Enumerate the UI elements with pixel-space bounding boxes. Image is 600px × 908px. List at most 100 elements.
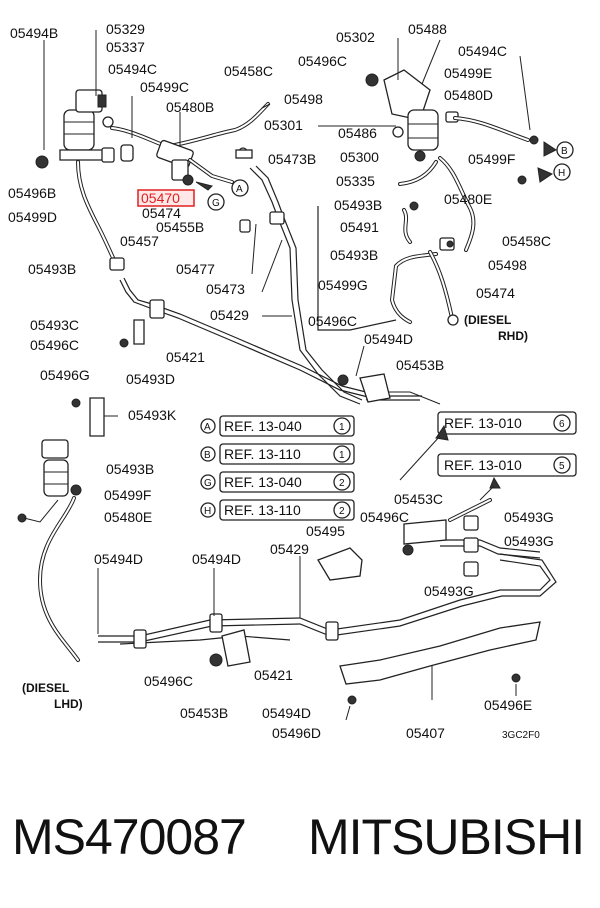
label-05335: 05335 xyxy=(336,173,375,189)
label-05494C: 05494C xyxy=(108,61,157,77)
label-05473: 05473 xyxy=(206,281,245,297)
label-05496C-lower: 05496C xyxy=(360,509,409,525)
callout-G: G xyxy=(212,198,220,209)
label-05499D: 05499D xyxy=(8,209,57,225)
label-05491: 05491 xyxy=(340,219,379,235)
note-diesel-lhd-2: LHD) xyxy=(54,697,83,711)
label-05337: 05337 xyxy=(106,39,145,55)
top-ref-2-num: 5 xyxy=(559,461,565,472)
label-05493B: 05493B xyxy=(334,197,382,213)
label-05494D-lower-2: 05494D xyxy=(192,551,241,567)
parts-diagram: 05494B 05329 05337 05494C 05499C 05458C … xyxy=(8,21,577,741)
label-05494C-right: 05494C xyxy=(458,43,507,59)
fuel-filter-left xyxy=(35,89,134,169)
ref-A-num: 1 xyxy=(339,422,345,433)
ref-B: B REF. 13-110 1 xyxy=(200,443,355,465)
ref-H-text: REF. 13-110 xyxy=(224,502,301,518)
label-05493G-3: 05493G xyxy=(424,583,474,599)
ref-H: H REF. 13-110 2 xyxy=(200,499,355,521)
label-05453B: 05453B xyxy=(396,357,444,373)
ref-list: A REF. 13-040 1 B REF. 13-110 1 G REF. 1… xyxy=(200,415,355,521)
callout-B: B xyxy=(561,146,568,157)
ref-A-text: REF. 13-040 xyxy=(224,418,302,434)
label-05477: 05477 xyxy=(176,261,215,277)
label-05453C: 05453C xyxy=(394,491,443,507)
label-05494D-lower-1: 05494D xyxy=(94,551,143,567)
label-05494D: 05494D xyxy=(364,331,413,347)
hose-clamp-05493B xyxy=(109,257,125,271)
label-05421-lower: 05421 xyxy=(254,667,293,683)
label-05496B: 05496B xyxy=(8,185,56,201)
label-05480E-lower: 05480E xyxy=(104,509,152,525)
label-05429: 05429 xyxy=(210,307,249,323)
ref-B-num: 1 xyxy=(339,450,345,461)
label-05429-lower: 05429 xyxy=(270,541,309,557)
label-05493B-lower: 05493B xyxy=(106,461,154,477)
top-ref-2-text: REF. 13-010 xyxy=(444,457,522,473)
label-05493G: 05493G xyxy=(504,509,554,525)
connector-05470 xyxy=(156,139,234,186)
label-05493D: 05493D xyxy=(126,371,175,387)
label-05493C: 05493C xyxy=(30,317,79,333)
label-05458C: 05458C xyxy=(224,63,273,79)
label-05498-right: 05498 xyxy=(488,257,527,273)
label-05496C-left: 05496C xyxy=(30,337,79,353)
label-05473B: 05473B xyxy=(268,151,316,167)
label-05458C-right: 05458C xyxy=(502,233,551,249)
label-05301: 05301 xyxy=(264,117,303,133)
svg-text:B: B xyxy=(204,450,211,461)
label-05421: 05421 xyxy=(166,349,205,365)
labels: 05494B 05329 05337 05494C 05499C 05458C … xyxy=(8,21,554,741)
diagram-code: 3GC2F0 xyxy=(502,730,540,741)
label-05493B-left: 05493B xyxy=(28,261,76,277)
label-05486: 05486 xyxy=(338,125,377,141)
label-05495: 05495 xyxy=(306,523,345,539)
label-05498: 05498 xyxy=(284,91,323,107)
ref-G-num: 2 xyxy=(339,478,345,489)
brand-name: MITSUBISHI xyxy=(308,809,585,865)
label-05488: 05488 xyxy=(408,21,447,37)
label-05480B: 05480B xyxy=(166,99,214,115)
ref-H-num: 2 xyxy=(339,506,345,517)
svg-text:A: A xyxy=(204,422,211,433)
label-05480E: 05480E xyxy=(444,191,492,207)
svg-text:G: G xyxy=(204,478,212,489)
part-number: MS470087 xyxy=(12,809,247,865)
top-ref-list: REF. 13-010 6 REF. 13-010 5 xyxy=(399,411,577,501)
label-05470-highlight: 05470 xyxy=(141,190,180,206)
label-05499E: 05499E xyxy=(444,65,492,81)
label-05455B: 05455B xyxy=(156,219,204,235)
label-05493K: 05493K xyxy=(128,407,177,423)
ref-A: A REF. 13-040 1 xyxy=(200,415,355,437)
top-ref-1-num: 6 xyxy=(559,419,565,430)
note-diesel-rhd-2: RHD) xyxy=(498,329,528,343)
label-05474: 05474 xyxy=(142,205,181,221)
note-diesel-lhd-1: (DIESEL xyxy=(22,681,69,695)
label-05493G-2: 05493G xyxy=(504,533,554,549)
ref-G: G REF. 13-040 2 xyxy=(200,471,355,493)
label-05496C: 05496C xyxy=(298,53,347,69)
label-05499G: 05499G xyxy=(318,277,368,293)
label-05302: 05302 xyxy=(336,29,375,45)
svg-text:H: H xyxy=(204,506,211,517)
label-05457: 05457 xyxy=(120,233,159,249)
callout-A: A xyxy=(236,184,243,195)
label-05496E: 05496E xyxy=(484,697,532,713)
label-05494D-bottom: 05494D xyxy=(262,705,311,721)
top-ref-1-text: REF. 13-010 xyxy=(444,415,522,431)
label-05453B-lower: 05453B xyxy=(180,705,228,721)
label-05496C-mid: 05496C xyxy=(308,313,357,329)
label-05407: 05407 xyxy=(406,725,445,741)
label-05499C: 05499C xyxy=(140,79,189,95)
label-05494B: 05494B xyxy=(10,25,58,41)
ref-G-text: REF. 13-040 xyxy=(224,474,302,490)
label-05300: 05300 xyxy=(340,149,379,165)
label-05474-right: 05474 xyxy=(476,285,515,301)
ref-B-text: REF. 13-110 xyxy=(224,446,301,462)
label-05499F: 05499F xyxy=(468,151,515,167)
leader-lines xyxy=(43,30,531,721)
callouts: A G B H xyxy=(195,141,574,211)
label-05496C-bottom: 05496C xyxy=(144,673,193,689)
label-05493B-mid: 05493B xyxy=(330,247,378,263)
callout-H: H xyxy=(558,168,565,179)
